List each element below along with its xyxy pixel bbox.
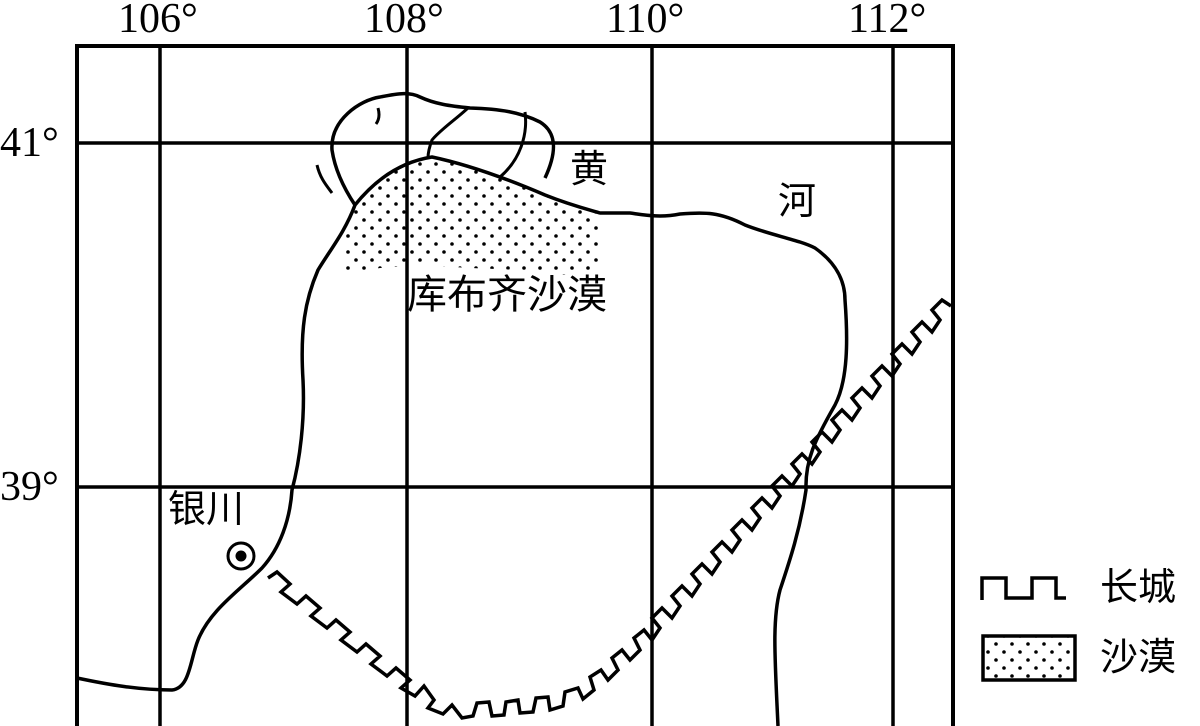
river-label-huang: 黄 bbox=[570, 147, 609, 191]
desert-label: 库布齐沙漠 bbox=[407, 272, 607, 318]
longitude-label-106: 106° bbox=[118, 0, 198, 42]
city-dot-icon bbox=[235, 550, 247, 562]
irrigation-channel-3 bbox=[426, 106, 470, 159]
map-frame bbox=[75, 44, 955, 726]
great-wall-line bbox=[267, 297, 952, 720]
latitude-label-41: 41° bbox=[0, 120, 59, 166]
hetao-plain-loop bbox=[330, 91, 556, 206]
city-marker-yinchuan bbox=[226, 541, 256, 571]
irrigation-channel-1 bbox=[374, 107, 381, 125]
longitude-label-108: 108° bbox=[364, 0, 444, 42]
irrigation-channel-4 bbox=[499, 111, 528, 179]
longitude-label-110: 110° bbox=[606, 0, 685, 42]
desert-area bbox=[342, 157, 602, 275]
legend-label-desert: 沙漠 bbox=[1100, 635, 1177, 679]
legend-label-great-wall: 长城 bbox=[1100, 565, 1177, 609]
legend-great-wall-icon bbox=[980, 576, 1066, 600]
legend-desert-icon bbox=[981, 634, 1077, 682]
graticule bbox=[77, 46, 953, 726]
latitude-label-39: 39° bbox=[0, 464, 59, 510]
river-label-he: 河 bbox=[778, 179, 817, 223]
yellow-river bbox=[76, 155, 849, 726]
irrigation-channel-2 bbox=[315, 164, 334, 194]
city-label-yinchuan: 银川 bbox=[168, 487, 245, 531]
longitude-label-112: 112° bbox=[848, 0, 927, 42]
